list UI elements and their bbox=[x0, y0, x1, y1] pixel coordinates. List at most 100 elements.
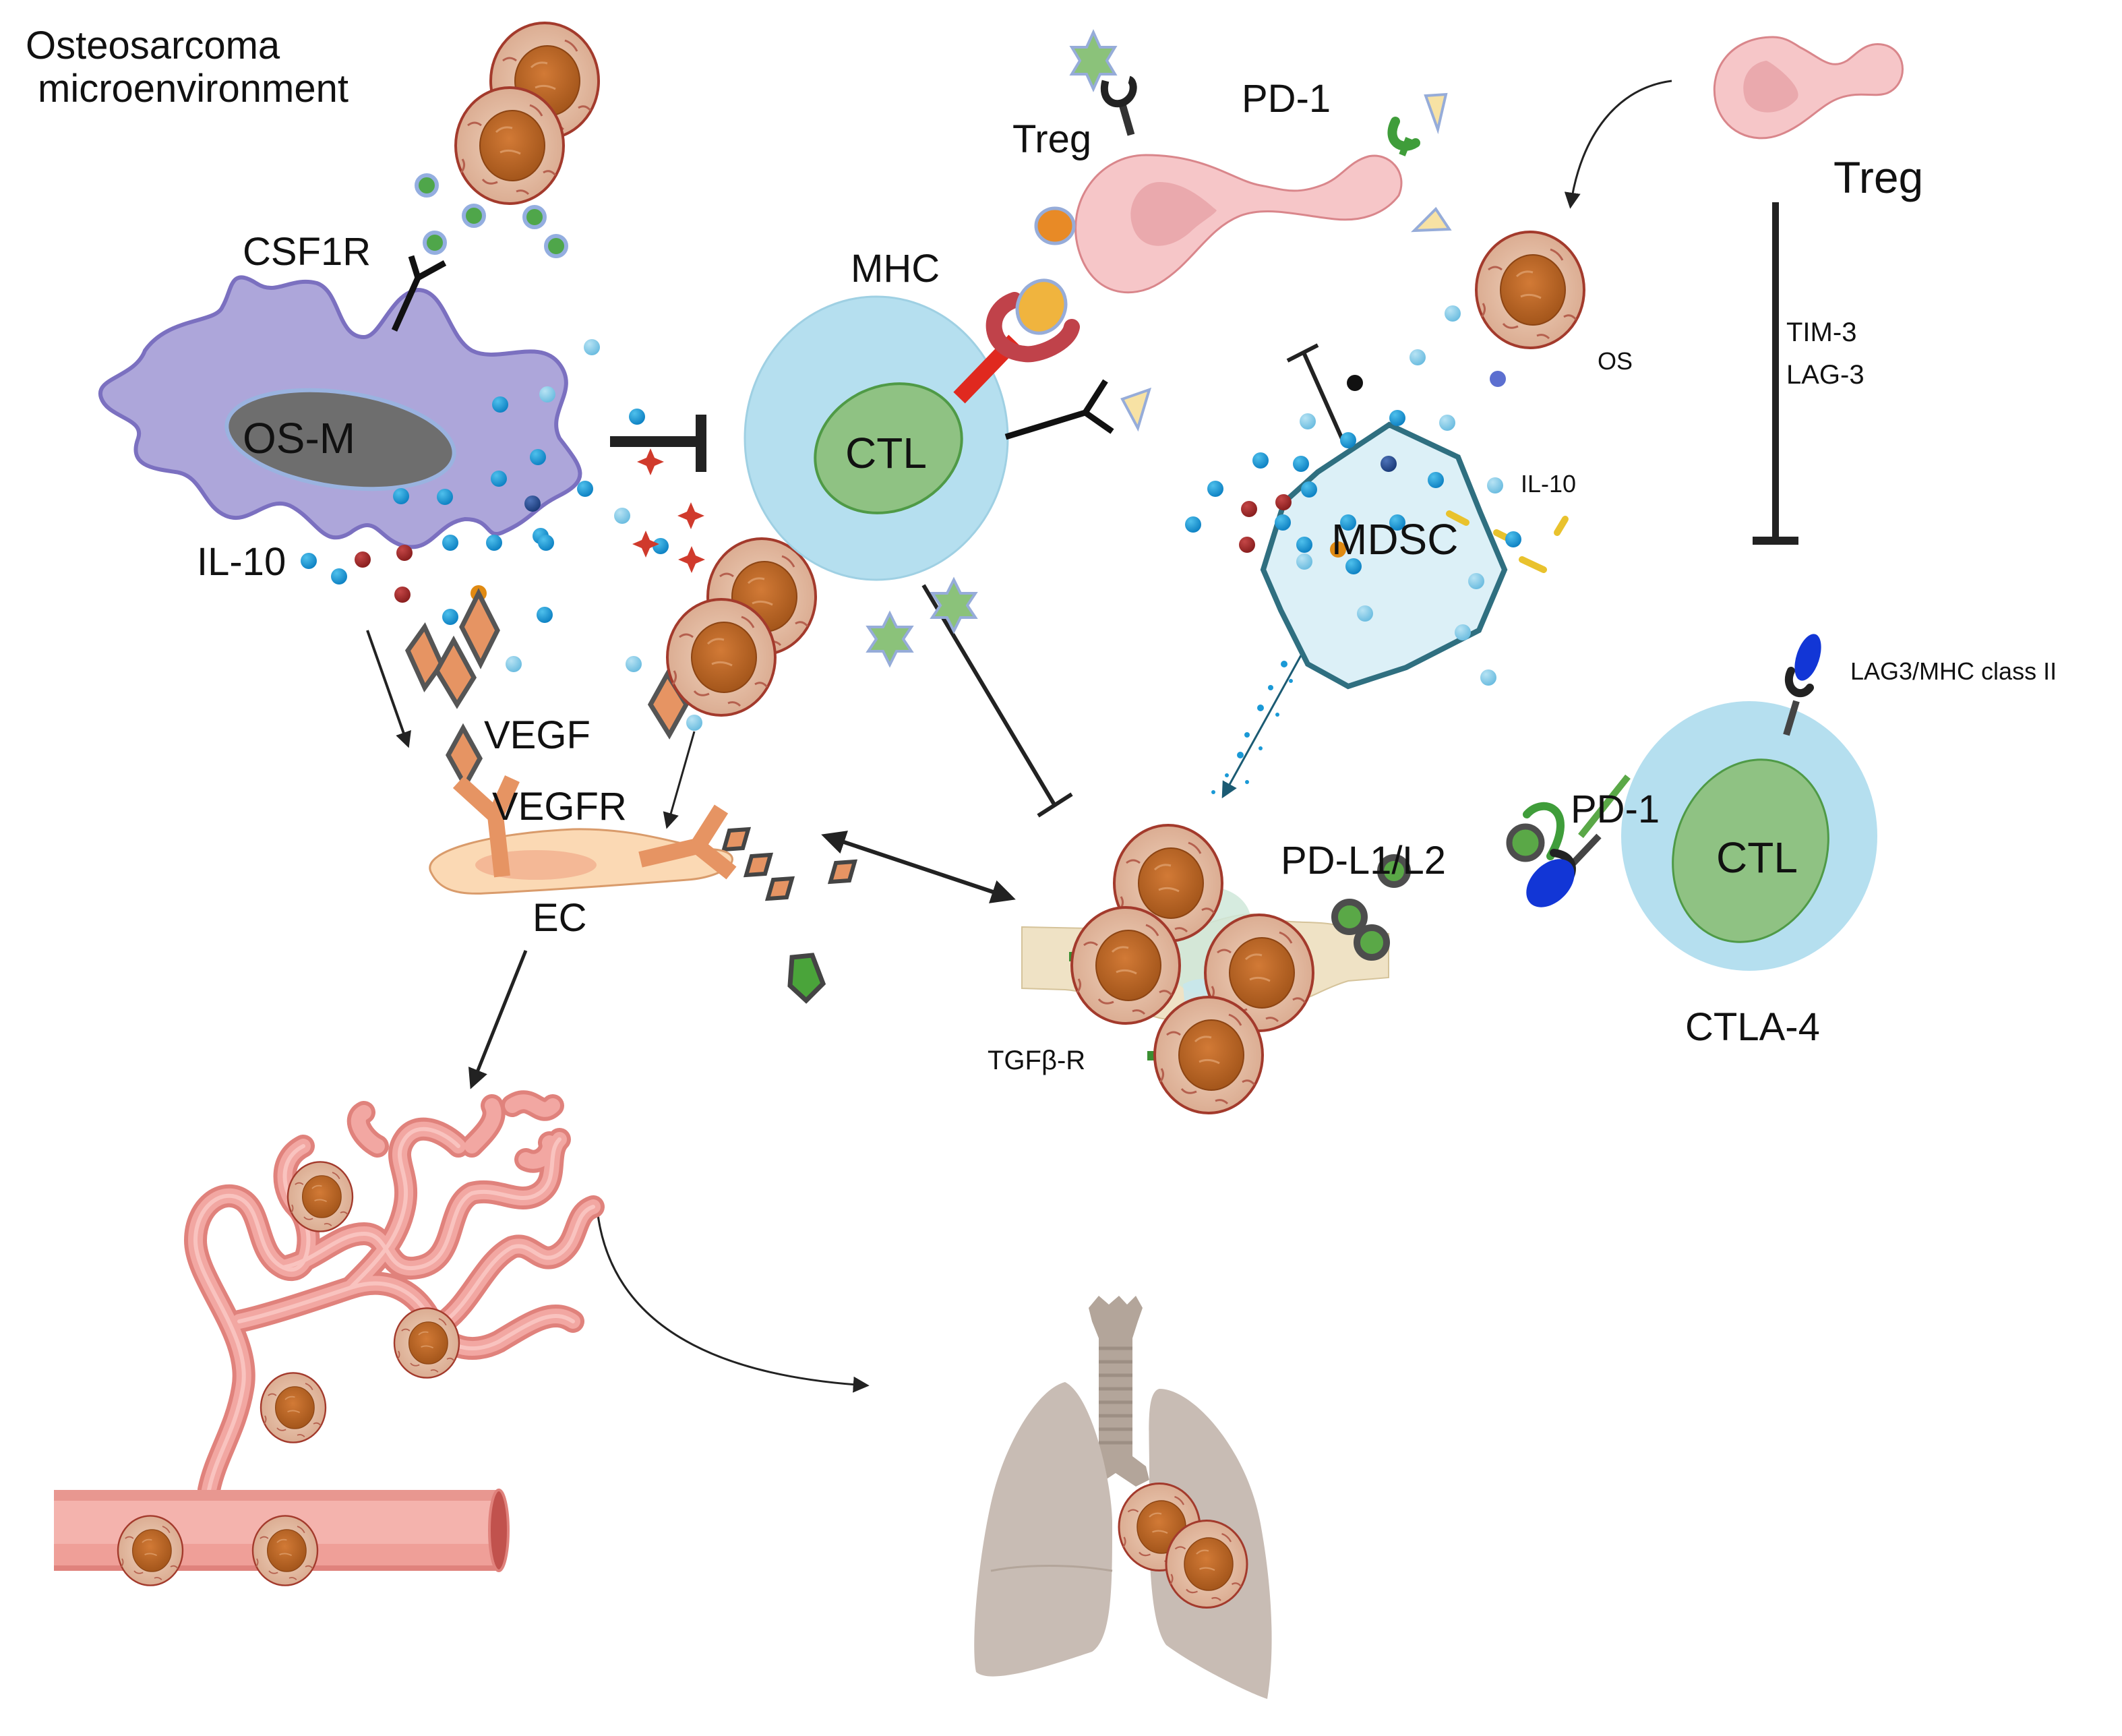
tumor-cell bbox=[393, 1307, 460, 1379]
cytokine-dot bbox=[653, 538, 669, 554]
tumor-cell bbox=[286, 1161, 354, 1232]
cytokine-dot bbox=[1490, 371, 1506, 387]
label-treg-top: Treg bbox=[1012, 117, 1092, 161]
endothelial-cell bbox=[429, 775, 737, 895]
cytokine-dot bbox=[492, 396, 508, 413]
cytokine-dot bbox=[1439, 415, 1455, 431]
cytokine-dot bbox=[1345, 558, 1362, 574]
label-osm: OS-M bbox=[243, 414, 356, 462]
cytokine-dot bbox=[1428, 472, 1444, 488]
arrow-ec-to-vessels bbox=[468, 950, 528, 1089]
csf1-ligands bbox=[415, 173, 568, 258]
label-lag3: LAG-3 bbox=[1786, 360, 1865, 390]
cytokine-dot bbox=[1293, 456, 1309, 472]
tumor-cell bbox=[260, 1372, 327, 1443]
inhibition-mdsc-up bbox=[1286, 343, 1347, 446]
figure-title-line-1: Osteosarcoma bbox=[26, 24, 280, 67]
cytokine-dot bbox=[1296, 553, 1312, 570]
label-ctla4: CTLA-4 bbox=[1685, 1005, 1820, 1049]
cytokine-dot bbox=[538, 535, 554, 551]
cytokine-dot bbox=[1185, 516, 1201, 533]
pd1-receptor-icon bbox=[1506, 774, 1631, 862]
cytokine-dot bbox=[577, 481, 593, 497]
cytokine-dot bbox=[1207, 481, 1223, 497]
tumor-cell bbox=[1070, 906, 1181, 1025]
tumor-cell bbox=[454, 86, 565, 205]
star-ligands bbox=[866, 29, 1118, 668]
treg-cell-right bbox=[1713, 36, 1904, 140]
cytokine-dot bbox=[396, 545, 413, 561]
cytokine-dot bbox=[506, 656, 522, 672]
cytokine-dot bbox=[1252, 452, 1269, 469]
cytokine-dot bbox=[442, 609, 458, 625]
label-il10-left: IL-10 bbox=[197, 540, 286, 584]
lag3-receptor-icon bbox=[1783, 634, 1821, 736]
cytokine-dot bbox=[614, 508, 630, 524]
ctl-cell-main bbox=[744, 278, 1152, 581]
label-pd1-right: PD-1 bbox=[1571, 787, 1660, 831]
figure-title-line-2: microenvironment bbox=[38, 66, 348, 111]
cytokine-dot bbox=[1445, 305, 1461, 322]
cytokine-dot bbox=[355, 551, 371, 568]
cytokine-dot bbox=[393, 488, 409, 504]
cytokine-dot bbox=[530, 449, 546, 465]
cytokine-dot bbox=[301, 553, 317, 569]
vegf-fragments bbox=[721, 827, 858, 901]
label-os: OS bbox=[1598, 347, 1633, 375]
cytokine-dot bbox=[629, 409, 645, 425]
cytokine-dot bbox=[686, 715, 702, 731]
cytokine-dot bbox=[626, 656, 642, 672]
ctla4-receptor-icon bbox=[1526, 833, 1602, 907]
cytokine-dot bbox=[1505, 531, 1521, 547]
cytokine-dot bbox=[1468, 573, 1484, 589]
cytokine-dot bbox=[1340, 432, 1356, 448]
label-treg-right: Treg bbox=[1833, 152, 1924, 202]
vegfr-receptor-icon bbox=[452, 775, 520, 878]
cytokine-dot bbox=[437, 489, 453, 505]
cytokine-dot bbox=[537, 607, 553, 623]
left-lung-icon bbox=[974, 1382, 1112, 1677]
cytokine-dot bbox=[1389, 514, 1405, 531]
tumor-cell bbox=[666, 598, 777, 717]
label-tgfb-r: TGFβ-R bbox=[988, 1046, 1086, 1075]
inhibition-ctl-to-niche bbox=[921, 584, 1073, 818]
label-lag3-mhc-class-ii: LAG3/MHC class II bbox=[1850, 657, 2057, 685]
cytokine-dot bbox=[539, 386, 555, 402]
label-mhc: MHC bbox=[851, 247, 940, 291]
cytokine-dot bbox=[1300, 413, 1316, 429]
cytokine-dot bbox=[524, 496, 541, 512]
antigen-triangle-icon bbox=[1410, 206, 1452, 233]
cytokine-dot bbox=[1487, 477, 1503, 493]
green-pentagon-molecule bbox=[787, 953, 826, 1004]
mhc-receptor-icon bbox=[953, 278, 1080, 404]
tcr-receptor-icon bbox=[1004, 379, 1114, 440]
angiogenic-vessels bbox=[184, 1102, 605, 1501]
label-pdl1-l2: PD-L1/L2 bbox=[1281, 839, 1447, 882]
arrow-tumor-to-ec bbox=[663, 731, 696, 829]
cytokine-dot bbox=[442, 535, 458, 551]
cytokine-dot bbox=[1381, 456, 1397, 472]
arrow-ec-niche-bidirectional bbox=[821, 831, 1016, 903]
label-ctl-right: CTL bbox=[1716, 833, 1798, 882]
pdl1-l2-ligands bbox=[1331, 854, 1411, 961]
cytokine-dot bbox=[1357, 605, 1373, 622]
sparkle-particles bbox=[632, 448, 705, 573]
cytokine-dot bbox=[1301, 481, 1317, 498]
cytokine-dot bbox=[1480, 669, 1496, 686]
lungs-metastasis bbox=[974, 1296, 1272, 1699]
cytokine-dot bbox=[1241, 501, 1257, 517]
label-il10-right: IL-10 bbox=[1521, 470, 1577, 498]
trachea-icon bbox=[1082, 1296, 1149, 1487]
os-tumor-cell bbox=[1475, 231, 1585, 349]
cytokine-dot bbox=[1389, 410, 1405, 426]
mdsc-cell bbox=[1260, 421, 1508, 690]
antigen-triangle-icon bbox=[1120, 387, 1152, 432]
antigen-triangle-icon bbox=[1424, 92, 1448, 135]
label-mdsc: MDSC bbox=[1331, 515, 1459, 564]
pd1-receptor-icon bbox=[1387, 117, 1420, 156]
inhibition-treg-to-ctl bbox=[1753, 202, 1798, 545]
label-tim3: TIM-3 bbox=[1786, 318, 1857, 347]
orange-ligand-icon bbox=[1034, 206, 1076, 245]
